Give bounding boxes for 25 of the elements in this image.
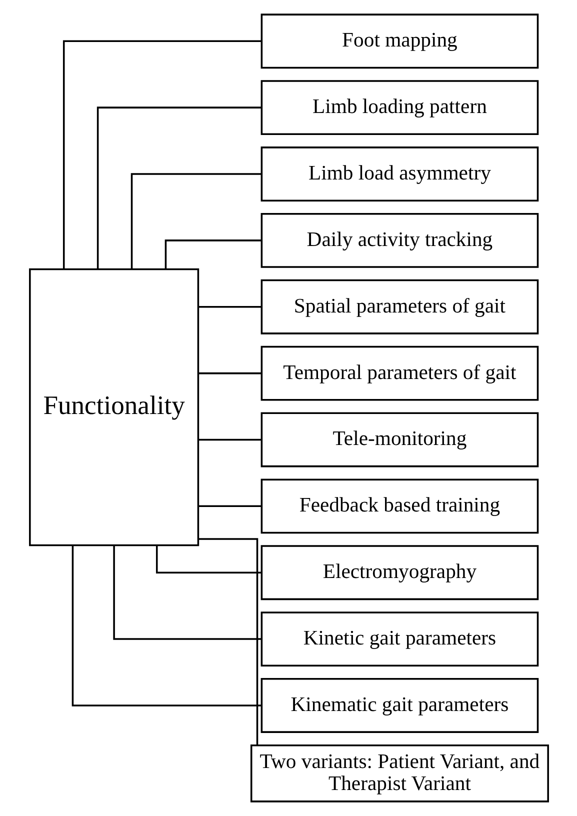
connector	[96, 106, 262, 269]
node-box: Feedback based training	[260, 478, 538, 534]
node-box: Electromyography	[260, 545, 538, 600]
node-box: Daily activity tracking	[260, 212, 538, 268]
node-box: Functionality	[28, 268, 199, 546]
connector	[198, 538, 258, 746]
node-box: Foot mapping	[260, 14, 538, 69]
node-box: Temporal parameters of gait	[260, 346, 538, 401]
node-box: Spatial parameters of gait	[260, 279, 538, 334]
node-box: Tele-monitoring	[260, 412, 538, 468]
connector	[198, 372, 261, 374]
node-box: Kinematic gait parameters	[260, 678, 538, 733]
node-box: Limb loading pattern	[260, 80, 538, 136]
connector	[198, 306, 261, 308]
node-box: Limb load asymmetry	[260, 146, 538, 202]
connector	[112, 545, 261, 640]
connector	[155, 545, 261, 574]
connector	[62, 40, 262, 269]
node-box: Kinetic gait parameters	[260, 612, 538, 666]
node-box: Two variants: Patient Variant, and Therapist Variant	[250, 744, 548, 802]
connector	[130, 173, 261, 269]
connector	[198, 505, 261, 508]
connector	[164, 240, 262, 270]
connector	[198, 438, 261, 441]
connector	[71, 545, 262, 706]
